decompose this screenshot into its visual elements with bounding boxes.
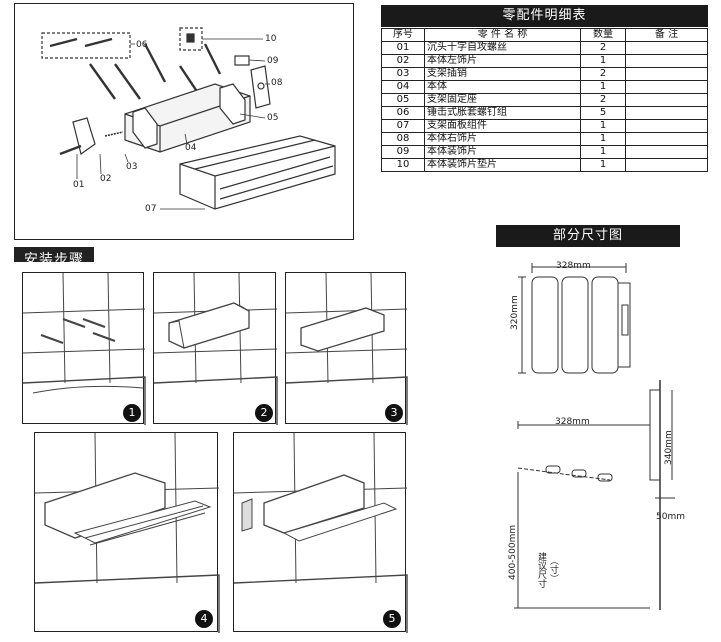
parts-cell-note (625, 158, 708, 172)
parts-cell-qty: 1 (580, 158, 626, 172)
parts-cell-no: 03 (381, 67, 425, 81)
parts-cell-name: 本体装饰片垫片 (424, 158, 581, 172)
parts-cell-no: 09 (381, 145, 425, 159)
parts-cell-name: 锤击式胀套螺钉组 (424, 106, 581, 120)
parts-cell-qty: 2 (580, 41, 626, 55)
header-qty: 数量 (580, 28, 626, 42)
parts-cell-no: 02 (381, 54, 425, 68)
parts-cell-name: 支架固定座 (424, 93, 581, 107)
callout-08: 08 (271, 78, 283, 88)
parts-cell-no: 07 (381, 119, 425, 133)
dimension-top-view (518, 263, 631, 374)
parts-cell-name: 本体右饰片 (424, 132, 581, 146)
dimension-side-view (514, 380, 675, 610)
parts-cell-note (625, 67, 708, 81)
parts-cell-no: 06 (381, 106, 425, 120)
parts-cell-qty: 2 (580, 67, 626, 81)
dim-top-width: 328mm (556, 261, 591, 271)
step-2-badge: 2 (255, 404, 273, 422)
parts-table-header: 序号 零 件 名 称 数量 备 注 (381, 28, 708, 42)
step-3-badge: 3 (385, 404, 403, 422)
parts-cell-note (625, 145, 708, 159)
step-2-panel: 2 (153, 272, 278, 425)
parts-cell-no: 08 (381, 132, 425, 146)
parts-cell-note (625, 93, 708, 107)
parts-cell-qty: 1 (580, 119, 626, 133)
exploded-view-drawing (41, 27, 336, 210)
parts-cell-qty: 1 (580, 80, 626, 94)
parts-cell-qty: 1 (580, 54, 626, 68)
header-name: 零 件 名 称 (424, 28, 581, 42)
parts-cell-qty: 1 (580, 132, 626, 146)
dim-side-height: 340mm (664, 430, 674, 465)
step-1-drawing (22, 272, 146, 425)
dim-mount-note-paren: （寸） (548, 556, 558, 583)
callout-06: 06 (136, 40, 148, 50)
dimensions-title: 部分尺寸图 (496, 225, 680, 247)
callout-10: 10 (265, 34, 277, 44)
parts-cell-name: 支架面板组件 (424, 119, 581, 133)
callout-07: 07 (145, 204, 157, 214)
parts-cell-note (625, 132, 708, 146)
parts-cell-no: 01 (381, 41, 425, 55)
step-3-drawing (285, 272, 408, 425)
step-4-drawing (34, 432, 220, 633)
callout-02: 02 (100, 174, 112, 184)
header-note: 备 注 (625, 28, 708, 42)
callout-09: 09 (267, 56, 279, 66)
dim-side-depth: 50mm (656, 512, 685, 522)
parts-table-title: 零配件明细表 (381, 5, 708, 27)
parts-cell-name: 支架插销 (424, 67, 581, 81)
parts-cell-note (625, 106, 708, 120)
parts-cell-name: 本体 (424, 80, 581, 94)
header-no: 序号 (381, 28, 425, 42)
parts-cell-qty: 2 (580, 93, 626, 107)
dim-side-width: 328mm (555, 417, 590, 427)
parts-cell-name: 沉头十字自攻螺丝 (424, 41, 581, 55)
parts-cell-note (625, 80, 708, 94)
parts-cell-name: 本体左饰片 (424, 54, 581, 68)
step-5-badge: 5 (383, 610, 401, 628)
step-3-panel: 3 (285, 272, 408, 425)
parts-cell-no: 10 (381, 158, 425, 172)
step-2-drawing (153, 272, 278, 425)
parts-cell-name: 本体装饰片 (424, 145, 581, 159)
step-1-badge: 1 (123, 404, 141, 422)
parts-cell-qty: 5 (580, 106, 626, 120)
callout-03: 03 (126, 162, 138, 172)
parts-cell-note (625, 54, 708, 68)
step-4-panel: 4 (34, 432, 220, 633)
callout-01: 01 (73, 180, 85, 190)
step-5-drawing (233, 432, 408, 633)
exploded-view-frame: 06 10 09 08 05 04 03 02 01 07 (14, 3, 354, 240)
parts-cell-note (625, 41, 708, 55)
dim-top-height: 320mm (510, 295, 520, 330)
parts-cell-no: 05 (381, 93, 425, 107)
step-1-panel: 1 (22, 272, 146, 425)
parts-cell-no: 04 (381, 80, 425, 94)
dim-mount-note: 建议尺寸 (536, 552, 546, 588)
callout-04: 04 (185, 143, 197, 153)
parts-cell-qty: 1 (580, 145, 626, 159)
step-5-panel: 5 (233, 432, 408, 633)
step-4-badge: 4 (195, 610, 213, 628)
parts-cell-note (625, 119, 708, 133)
dim-mount-height: 400-500mm (508, 524, 518, 580)
callout-05: 05 (267, 113, 279, 123)
